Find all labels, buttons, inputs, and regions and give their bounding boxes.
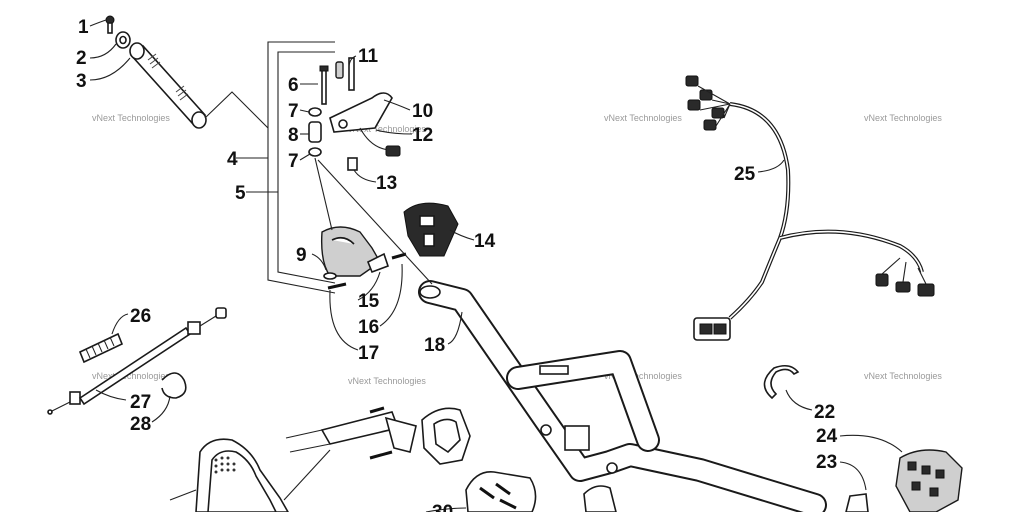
part-bolt-6 [319, 65, 329, 105]
leader-grip [204, 91, 269, 129]
callout-5: 5 [235, 183, 246, 204]
callout-23: 23 [816, 452, 837, 473]
watermark-group: vNext Technologies vNext Technologies vN… [92, 113, 942, 386]
part-switch-12 [359, 127, 401, 157]
part-screw-17 [327, 282, 347, 290]
part-washer-7a [308, 107, 322, 117]
callout-7-lower: 7 [288, 151, 299, 172]
part-cable-27 [47, 307, 227, 415]
callout-8: 8 [288, 125, 299, 146]
watermark-5: vNext Technologies [92, 371, 170, 381]
leader-stack [314, 157, 333, 231]
part-mount-plate-30 [465, 471, 537, 512]
callout-26: 26 [130, 306, 151, 327]
part-switch-housing-14 [403, 202, 459, 257]
watermark-4: vNext Technologies [864, 113, 942, 123]
harness-connector-right [875, 257, 935, 297]
part-handlebar-18 [418, 280, 827, 512]
watermark-2: vNext Technologies [348, 124, 426, 134]
callout-labels: 1 2 3 4 5 6 7 7 8 9 10 11 12 13 14 15 16… [76, 17, 838, 512]
callout-6: 6 [288, 75, 299, 96]
watermark-3: vNext Technologies [604, 113, 682, 123]
callout-4: 4 [227, 149, 238, 170]
callout-30: 30 [432, 502, 453, 512]
callout-18: 18 [424, 335, 445, 356]
callout-2: 2 [76, 48, 87, 69]
assembly-bracket [267, 41, 336, 294]
part-spring-26 [78, 332, 124, 364]
part-pin-11 [335, 57, 355, 91]
leader-lines [89, 19, 903, 512]
harness-connector-main [693, 317, 731, 341]
part-lever-10 [329, 92, 393, 133]
part-clamp-lower [583, 485, 617, 512]
callout-16: 16 [358, 317, 379, 338]
part-screw-1 [105, 15, 115, 34]
part-ring-22 [763, 364, 800, 400]
part-hand-guard [169, 438, 289, 512]
part-mount-23 [845, 493, 869, 512]
callout-22: 22 [814, 402, 835, 423]
part-screw-15 [391, 252, 407, 260]
watermark-8: vNext Technologies [864, 371, 942, 381]
harness-connector-upper [685, 75, 731, 131]
callout-28: 28 [130, 414, 151, 435]
callout-24: 24 [816, 426, 838, 447]
callout-10: 10 [412, 101, 433, 122]
part-clip-13 [347, 157, 358, 171]
part-washer-2 [115, 31, 131, 49]
part-bushing-8 [308, 121, 322, 143]
callout-14: 14 [474, 231, 496, 252]
callout-3: 3 [76, 71, 87, 92]
part-grip-3 [129, 42, 207, 129]
callout-9: 9 [296, 245, 307, 266]
callout-12: 12 [412, 125, 433, 146]
leader-bar [317, 159, 433, 285]
callout-11: 11 [358, 46, 379, 67]
watermark-1: vNext Technologies [92, 113, 170, 123]
callout-7-upper: 7 [288, 101, 299, 122]
part-harness-25 [685, 75, 935, 341]
watermark-6: vNext Technologies [348, 376, 426, 386]
callout-15: 15 [358, 291, 380, 312]
callout-27: 27 [130, 392, 151, 413]
part-control-housing-24 [895, 449, 963, 512]
part-washer-7b [308, 147, 322, 157]
callout-13: 13 [376, 173, 397, 194]
callout-17: 17 [358, 343, 379, 364]
callout-25: 25 [734, 164, 756, 185]
part-housing-9 [320, 226, 390, 280]
part-lower-casing [421, 407, 471, 465]
part-mirror-bracket [283, 406, 417, 501]
part-clamp-28 [161, 372, 187, 399]
watermark-7: vNext Technologies [604, 371, 682, 381]
callout-1: 1 [78, 17, 89, 38]
